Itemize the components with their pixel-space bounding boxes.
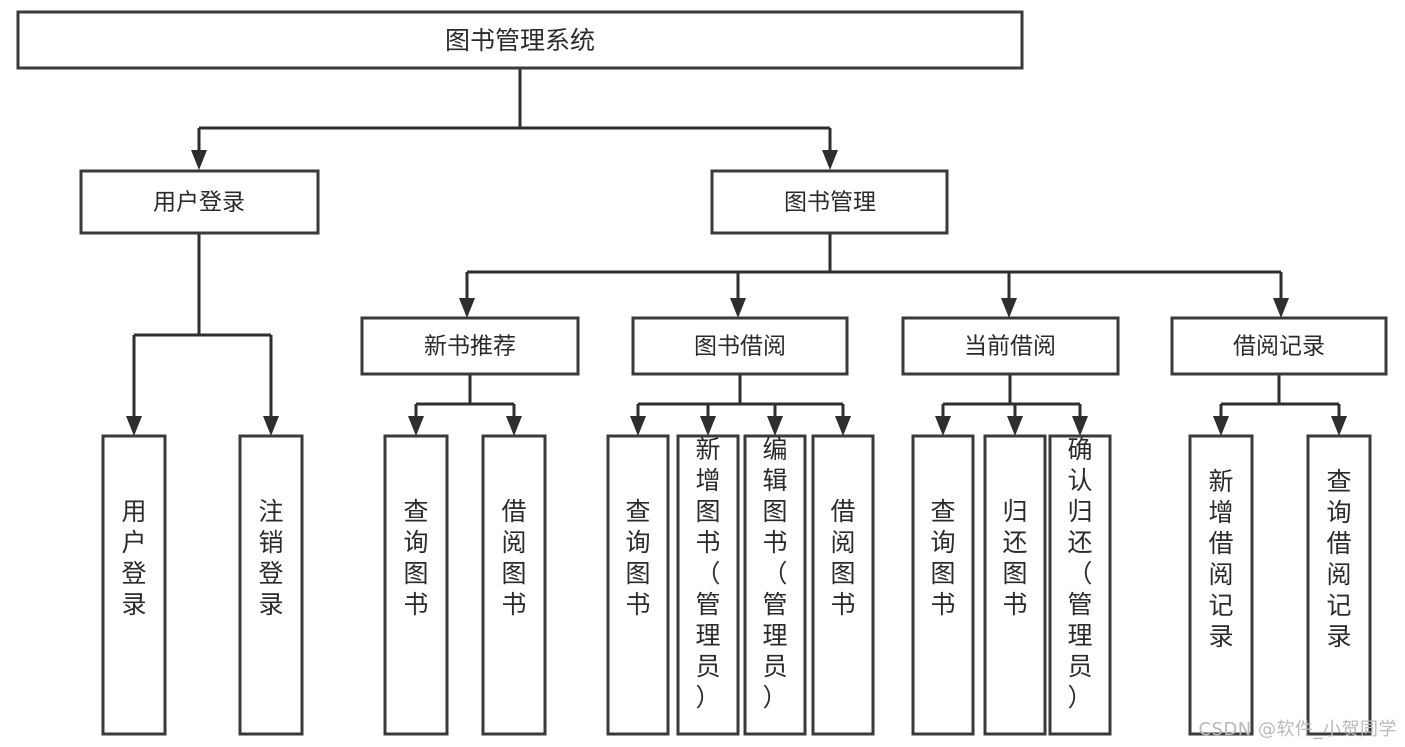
arrowhead-current-borrow — [1001, 298, 1017, 318]
leaf-node-edit-book-admin[interactable]: 编辑图书（管理员） — [743, 434, 807, 736]
leaf-logout-label: 注销登录 — [258, 497, 283, 619]
leaf-query-book-1-box[interactable] — [383, 434, 449, 736]
arrowhead-leaf-add-record — [1213, 416, 1229, 436]
leaf-borrow-book-1-box[interactable] — [481, 434, 547, 736]
leaf-confirm-return-box[interactable] — [1048, 434, 1112, 736]
leaf-query-record-label: 查询借阅记录 — [1326, 467, 1351, 651]
leaf-query-record-box[interactable] — [1306, 434, 1372, 736]
arrowhead-new-book-rec — [459, 298, 475, 318]
leaf-node-logout[interactable]: 注销登录 — [238, 434, 304, 736]
leaf-add-book-box[interactable] — [676, 434, 740, 736]
arrowhead-leaf-query-book-1 — [408, 416, 424, 436]
leaf-node-query-borrow-record[interactable]: 查询借阅记录 — [1306, 434, 1372, 736]
node-book-management[interactable]: 图书管理 — [710, 169, 949, 235]
leaf-return-book-box[interactable] — [983, 434, 1047, 736]
node-borrow-record[interactable]: 借阅记录 — [1170, 316, 1388, 376]
leaf-confirm-return-label: 确认归还（管理员） — [1067, 435, 1092, 712]
arrowhead-leaf-borrow-book-1 — [506, 416, 522, 436]
arrowhead-leaf-borrow-book-2 — [835, 416, 851, 436]
node-borrow-record-box[interactable] — [1170, 316, 1388, 376]
node-borrow-record-label: 借阅记录 — [1233, 334, 1325, 360]
arrowhead-leaf-add-book — [700, 416, 716, 436]
leaf-query-book-2-box[interactable] — [606, 434, 670, 736]
leaf-user-login-box[interactable] — [101, 434, 167, 736]
node-new-book-recommend-label: 新书推荐 — [424, 334, 516, 360]
leaf-logout-box[interactable] — [238, 434, 304, 736]
arrowhead-leaf-query-book-2 — [630, 416, 646, 436]
node-book-borrow-label: 图书借阅 — [694, 334, 786, 360]
leaf-borrow-book-2-label: 借阅图书 — [830, 497, 855, 619]
leaf-node-query-book-newbook[interactable]: 查询图书 — [383, 434, 449, 736]
leaf-query-book-3-label: 查询图书 — [930, 497, 955, 619]
node-book-management-label: 图书管理 — [784, 190, 876, 216]
leaf-user-login-label: 用户登录 — [121, 497, 146, 619]
leaf-borrow-book-1-label: 借阅图书 — [501, 497, 526, 619]
node-root-box[interactable] — [16, 10, 1024, 70]
arrowhead-book-borrow — [730, 298, 746, 318]
node-user-login-box[interactable] — [79, 169, 320, 235]
arrowhead-user-login — [191, 150, 207, 170]
arrowhead-leaf-logout — [263, 416, 279, 436]
leaf-add-record-label: 新增借阅记录 — [1208, 467, 1233, 651]
node-root-label: 图书管理系统 — [445, 26, 595, 55]
node-book-borrow-box[interactable] — [631, 316, 849, 376]
arrowhead-leaf-return-book — [1007, 416, 1023, 436]
node-book-borrow[interactable]: 图书借阅 — [631, 316, 849, 376]
node-new-book-recommend[interactable]: 新书推荐 — [360, 316, 580, 376]
leaf-node-query-book-borrow[interactable]: 查询图书 — [606, 434, 670, 736]
leaf-add-book-label: 新增图书（管理员） — [695, 435, 720, 712]
arrowhead-book-mgmt — [822, 150, 838, 170]
leaf-node-query-book-current[interactable]: 查询图书 — [911, 434, 975, 736]
node-user-login[interactable]: 用户登录 — [79, 169, 320, 235]
node-user-login-label: 用户登录 — [153, 190, 245, 216]
leaf-query-book-3-box[interactable] — [911, 434, 975, 736]
leaf-node-user-login[interactable]: 用户登录 — [101, 434, 167, 736]
leaf-edit-book-label: 编辑图书（管理员） — [762, 435, 787, 712]
leaf-node-add-borrow-record[interactable]: 新增借阅记录 — [1188, 434, 1254, 736]
leaf-return-book-label: 归还图书 — [1002, 497, 1027, 619]
arrowhead-leaf-user-login — [126, 416, 142, 436]
leaf-borrow-book-2-box[interactable] — [811, 434, 875, 736]
leaf-edit-book-box[interactable] — [743, 434, 807, 736]
arrowhead-borrow-record — [1273, 298, 1289, 318]
arrowhead-leaf-query-book-3 — [935, 416, 951, 436]
node-root-system[interactable]: 图书管理系统 — [16, 10, 1024, 70]
leaf-node-add-book-admin[interactable]: 新增图书（管理员） — [676, 434, 740, 736]
arrowhead-leaf-query-record — [1331, 416, 1347, 436]
leaf-add-record-box[interactable] — [1188, 434, 1254, 736]
connector-layer — [126, 68, 1347, 436]
leaf-node-return-book[interactable]: 归还图书 — [983, 434, 1047, 736]
arrowhead-leaf-edit-book — [767, 416, 783, 436]
node-current-borrow[interactable]: 当前借阅 — [901, 316, 1120, 376]
leaf-node-confirm-return-admin[interactable]: 确认归还（管理员） — [1048, 434, 1112, 736]
node-new-book-recommend-box[interactable] — [360, 316, 580, 376]
node-current-borrow-label: 当前借阅 — [964, 334, 1056, 360]
leaf-query-book-1-label: 查询图书 — [403, 497, 428, 619]
leaf-node-borrow-book-borrow[interactable]: 借阅图书 — [811, 434, 875, 736]
leaf-node-borrow-book-newbook[interactable]: 借阅图书 — [481, 434, 547, 736]
leaf-query-book-2-label: 查询图书 — [625, 497, 650, 619]
node-book-management-box[interactable] — [710, 169, 949, 235]
arrowhead-leaf-confirm-return — [1072, 416, 1088, 436]
node-current-borrow-box[interactable] — [901, 316, 1120, 376]
